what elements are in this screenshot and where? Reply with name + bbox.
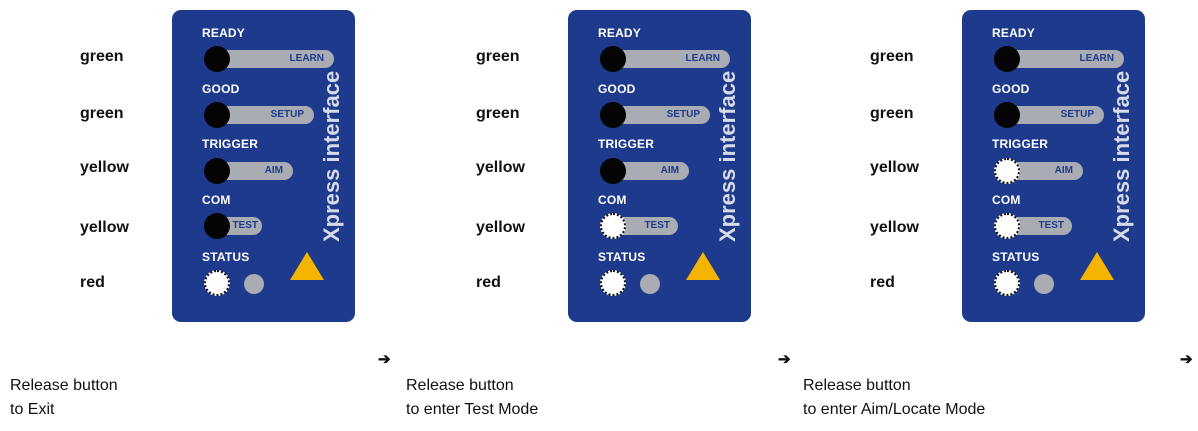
- trigger-led-icon: [204, 158, 230, 184]
- trigger-led-icon: [600, 158, 626, 184]
- status-led-icon: [600, 270, 626, 296]
- aim-button[interactable]: AIM: [1006, 162, 1083, 180]
- good-color-label: green: [870, 105, 914, 122]
- caption-line-1: Release button: [10, 377, 118, 394]
- led-panel-device: READY LEARN GOOD SETUP TRIGGER AIM COM T…: [172, 10, 355, 322]
- setup-button[interactable]: SETUP: [612, 106, 710, 124]
- xpress-logo-icon: Xpress interface: [1109, 70, 1134, 242]
- caption-line-1: Release button: [803, 377, 911, 394]
- ready-title: READY: [598, 26, 642, 40]
- ready-color-label: green: [476, 48, 520, 65]
- com-title: COM: [598, 193, 627, 207]
- arrow-icon: ➔: [378, 351, 391, 368]
- status-title: STATUS: [598, 250, 646, 264]
- warning-icon: [290, 252, 324, 280]
- caption-line-2: to Exit: [10, 401, 55, 418]
- ready-led-icon: [994, 46, 1020, 72]
- com-title: COM: [202, 193, 231, 207]
- trigger-title: TRIGGER: [598, 137, 655, 151]
- led-panel-device: READY LEARN GOOD SETUP TRIGGER AIM COM T…: [568, 10, 751, 322]
- arrow-icon: ➔: [1180, 351, 1193, 368]
- arrow-icon: ➔: [778, 351, 791, 368]
- com-led-icon: [204, 213, 230, 239]
- com-color-label: yellow: [870, 219, 919, 236]
- com-title: COM: [992, 193, 1021, 207]
- caption-line-1: Release button: [406, 377, 514, 394]
- caption-line-2: to enter Aim/Locate Mode: [803, 401, 986, 418]
- status-color-label: red: [870, 274, 895, 291]
- panel-1: green green yellow yellow red READY LEAR…: [0, 0, 395, 431]
- ready-title: READY: [992, 26, 1036, 40]
- trigger-led-icon: [994, 158, 1020, 184]
- setup-button[interactable]: SETUP: [1006, 106, 1104, 124]
- com-led-icon: [600, 213, 626, 239]
- ready-color-label: green: [870, 48, 914, 65]
- led-panel-device: READY LEARN GOOD SETUP TRIGGER AIM COM T…: [962, 10, 1145, 322]
- com-led-icon: [994, 213, 1020, 239]
- good-title: GOOD: [202, 82, 240, 96]
- xpress-logo-icon: Xpress interface: [715, 70, 740, 242]
- learn-button[interactable]: LEARN: [1006, 50, 1124, 68]
- good-title: GOOD: [598, 82, 636, 96]
- status-indicator-icon: [1034, 274, 1054, 294]
- caption-line-2: to enter Test Mode: [406, 401, 539, 418]
- good-led-icon: [600, 102, 626, 128]
- good-led-icon: [994, 102, 1020, 128]
- learn-button[interactable]: LEARN: [612, 50, 730, 68]
- panel-3: green green yellow yellow red READY LEAR…: [790, 0, 1193, 431]
- ready-color-label: green: [80, 48, 124, 65]
- ready-led-icon: [600, 46, 626, 72]
- status-color-label: red: [80, 274, 105, 291]
- status-led-icon: [204, 270, 230, 296]
- brand-text: Xpress interface: [715, 70, 740, 242]
- warning-icon: [686, 252, 720, 280]
- status-indicator-icon: [640, 274, 660, 294]
- status-title: STATUS: [992, 250, 1040, 264]
- trigger-color-label: yellow: [80, 159, 129, 176]
- brand-text: Xpress interface: [319, 70, 344, 242]
- ready-led-icon: [204, 46, 230, 72]
- test-button[interactable]: TEST: [612, 217, 678, 235]
- trigger-color-label: yellow: [476, 159, 525, 176]
- good-title: GOOD: [992, 82, 1030, 96]
- xpress-logo-icon: Xpress interface: [319, 70, 344, 242]
- com-color-label: yellow: [476, 219, 525, 236]
- trigger-title: TRIGGER: [992, 137, 1049, 151]
- aim-button[interactable]: AIM: [216, 162, 293, 180]
- trigger-color-label: yellow: [870, 159, 919, 176]
- status-color-label: red: [476, 274, 501, 291]
- learn-button[interactable]: LEARN: [216, 50, 334, 68]
- warning-icon: [1080, 252, 1114, 280]
- trigger-title: TRIGGER: [202, 137, 259, 151]
- good-color-label: green: [80, 105, 124, 122]
- test-button[interactable]: TEST: [1006, 217, 1072, 235]
- good-color-label: green: [476, 105, 520, 122]
- status-indicator-icon: [244, 274, 264, 294]
- ready-title: READY: [202, 26, 246, 40]
- com-color-label: yellow: [80, 219, 129, 236]
- status-title: STATUS: [202, 250, 250, 264]
- panel-2: green green yellow yellow red READY LEAR…: [396, 0, 791, 431]
- status-led-icon: [994, 270, 1020, 296]
- setup-button[interactable]: SETUP: [216, 106, 314, 124]
- aim-button[interactable]: AIM: [612, 162, 689, 180]
- brand-text: Xpress interface: [1109, 70, 1134, 242]
- good-led-icon: [204, 102, 230, 128]
